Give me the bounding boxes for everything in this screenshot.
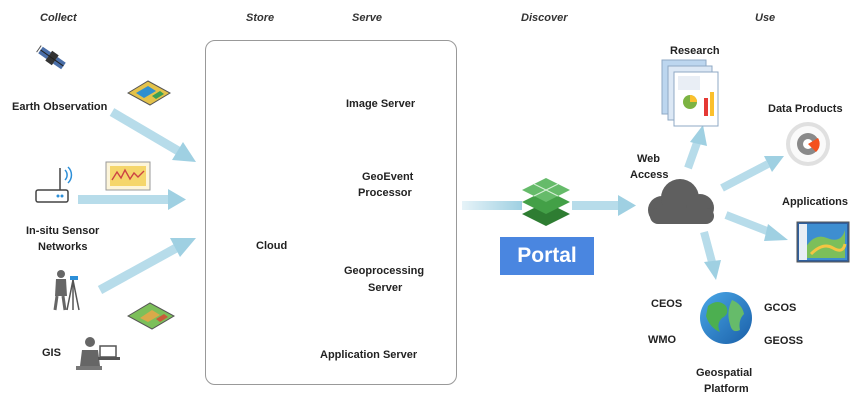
arrow-web-to-dataproducts	[720, 156, 784, 192]
research-report-icon	[661, 59, 719, 127]
gis-map-tile-icon	[126, 302, 176, 330]
label-data-products: Data Products	[768, 103, 843, 115]
label-geoprocessing-line2: Server	[368, 282, 403, 294]
store-serve-panel	[205, 40, 457, 385]
arrow-web-to-applications	[724, 211, 788, 241]
label-image-server: Image Server	[346, 98, 416, 110]
label-geoevent-line2: Processor	[358, 187, 412, 199]
header-store: Store	[246, 12, 275, 24]
label-geoevent-line1: GeoEvent	[362, 171, 414, 183]
applications-map-icon	[796, 221, 850, 263]
label-wmo: WMO	[648, 334, 677, 346]
label-insitu-line1: In-situ Sensor	[26, 225, 100, 237]
arrow-web-to-platform	[700, 230, 721, 280]
label-insitu-line2: Networks	[38, 241, 88, 253]
arrow-portal-to-web	[572, 195, 636, 216]
portal-layers-icon	[522, 178, 570, 226]
web-access-cloud-icon	[648, 179, 714, 224]
label-research: Research	[670, 45, 720, 57]
arrow-earth-to-store	[109, 108, 196, 162]
label-earth-observation: Earth Observation	[12, 101, 108, 113]
label-cloud: Cloud	[256, 240, 288, 252]
label-ceos: CEOS	[651, 298, 683, 310]
arrow-gis-to-store	[97, 238, 196, 294]
earth-imagery-tile-icon	[126, 80, 172, 106]
label-applications: Applications	[782, 196, 849, 208]
label-web-access-line1: Web	[637, 153, 661, 165]
sensor-chart-icon	[105, 161, 151, 191]
label-gcos: GCOS	[764, 302, 797, 314]
arrow-insitu-to-store	[78, 189, 186, 210]
header-serve: Serve	[352, 12, 382, 24]
label-platform-line1: Geospatial	[696, 367, 753, 379]
label-platform-line2: Platform	[704, 383, 749, 395]
label-geoss: GEOSS	[764, 335, 804, 347]
label-gis: GIS	[42, 347, 61, 359]
gis-user-icon	[76, 337, 120, 370]
portal-box: Portal	[500, 237, 594, 275]
header-discover: Discover	[521, 12, 568, 24]
surveyor-icon	[53, 270, 80, 311]
geospatial-globe-icon	[700, 292, 752, 344]
arrow-store-to-portal	[462, 201, 522, 210]
satellite-icon	[36, 45, 66, 70]
header-collect: Collect	[40, 12, 77, 24]
header-use: Use	[755, 12, 776, 24]
data-products-disc-icon	[786, 122, 830, 166]
label-web-access-line2: Access	[630, 169, 669, 181]
sensor-router-icon	[35, 166, 73, 203]
arrow-web-to-research	[684, 125, 707, 170]
label-geoprocessing-line1: Geoprocessing	[344, 265, 425, 277]
label-application-server: Application Server	[320, 349, 418, 361]
